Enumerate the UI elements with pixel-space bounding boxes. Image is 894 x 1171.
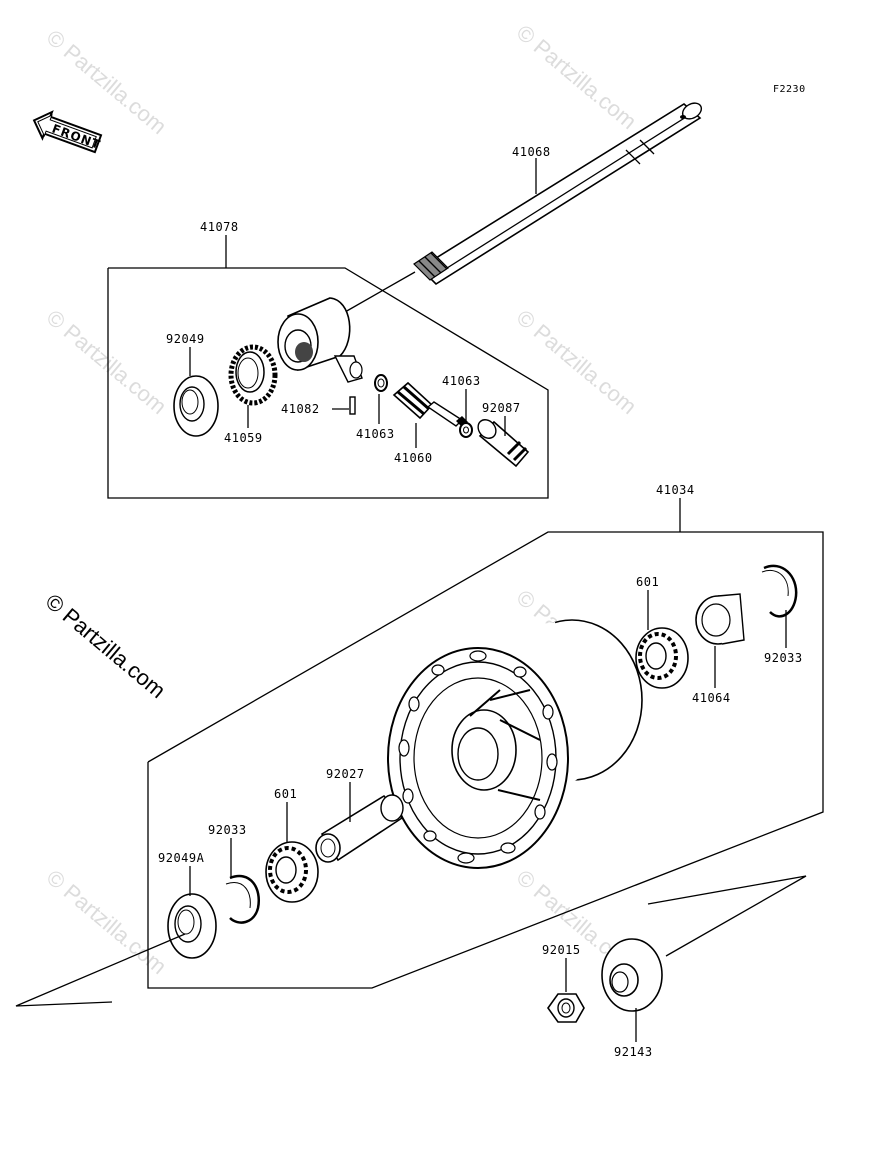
label-41082: 41082 (281, 402, 320, 416)
label-41078: 41078 (200, 220, 239, 234)
gear-housing-part (277, 297, 363, 383)
oil-seal-part (167, 893, 217, 959)
group-box-41078 (107, 267, 549, 499)
oil-seal-part (173, 375, 219, 437)
pinion-part (392, 381, 468, 427)
label-41063-right: 41063 (442, 374, 481, 388)
watermark: © Partzilla.com (42, 305, 172, 419)
axis-line (344, 271, 416, 313)
label-92027: 92027 (326, 767, 365, 781)
label-601-left: 601 (274, 787, 297, 801)
label-92033-right: 92033 (764, 651, 803, 665)
label-92015: 92015 (542, 943, 581, 957)
label-41060: 41060 (394, 451, 433, 465)
circlip-part (225, 874, 261, 924)
label-92049: 92049 (166, 332, 205, 346)
wheel-hub-part (387, 619, 643, 869)
retainer-part (695, 593, 745, 645)
collar-part (601, 938, 663, 1012)
label-41063-left: 41063 (356, 427, 395, 441)
watermark: © Partzilla.com (42, 865, 172, 979)
axle-part (413, 102, 703, 286)
watermark: © Partzilla.com (512, 305, 642, 419)
label-92033-left: 92033 (208, 823, 247, 837)
washer-part (374, 374, 388, 392)
label-41034: 41034 (656, 483, 695, 497)
circlip-part (761, 564, 798, 618)
bearing-part (635, 627, 689, 689)
bearing-part (265, 841, 319, 903)
bushing-part (477, 419, 530, 468)
pin-part (349, 396, 356, 415)
gear-part (228, 344, 278, 406)
label-601-right: 601 (636, 575, 659, 589)
group-box-41034 (147, 531, 824, 989)
diagram-code: F2230 (773, 84, 806, 95)
label-92143: 92143 (614, 1045, 653, 1059)
watermark-main: © Partzilla.com (41, 589, 171, 703)
nut-part (547, 993, 585, 1023)
label-41059: 41059 (224, 431, 263, 445)
label-92049A: 92049A (158, 851, 205, 865)
label-41064: 41064 (692, 691, 731, 705)
axis-arrow (15, 933, 186, 1007)
watermark: © Partzilla.com (512, 20, 642, 134)
axis-arrow (647, 875, 807, 957)
label-92087: 92087 (482, 401, 521, 415)
front-arrow-icon: FRONT (32, 110, 103, 154)
spacer-part (315, 794, 404, 863)
label-41068: 41068 (512, 145, 551, 159)
washer-part (459, 422, 473, 438)
